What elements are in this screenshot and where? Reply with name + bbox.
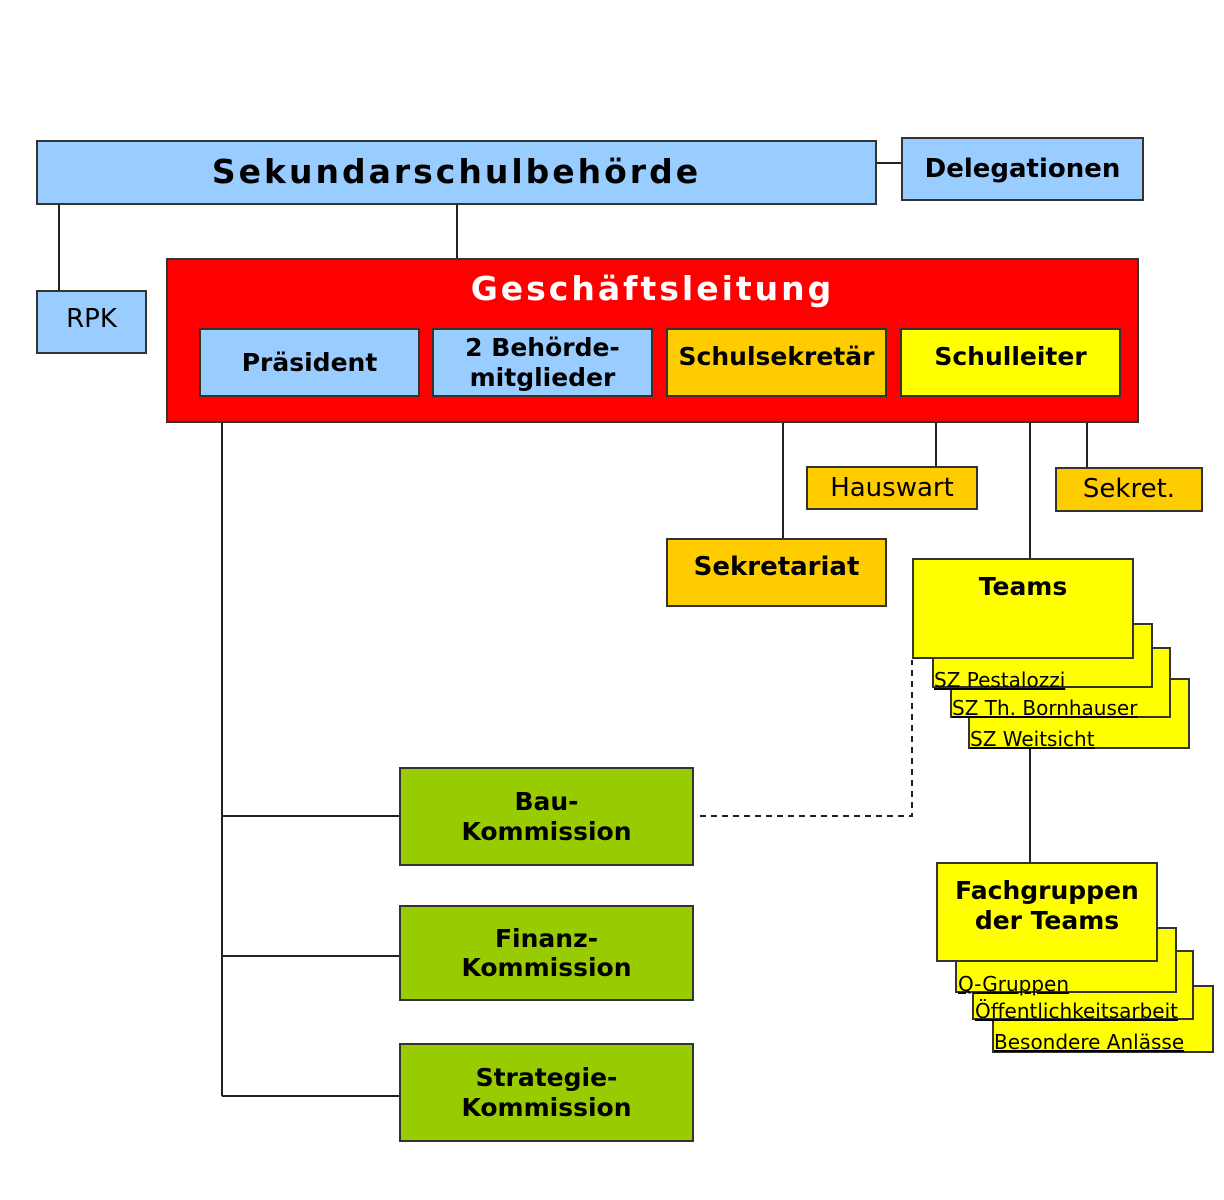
school-secretary-label: Schulsekretär [678, 342, 875, 371]
president-label: Präsident [241, 347, 378, 377]
team-item-pestalozzi: SZ Pestalozzi [934, 668, 1066, 692]
bau-commission-box: Bau- Kommission [399, 767, 694, 866]
finanz-commission-box: Finanz- Kommission [399, 905, 694, 1001]
school-secretary-box: Schulsekretär [666, 328, 887, 397]
subject-groups-title-line1: Fachgruppen [955, 876, 1139, 905]
board-label: Sekundarschulbehörde [211, 152, 702, 192]
subject-groups-box: Fachgruppen der Teams [936, 862, 1158, 962]
delegations-box: Delegationen [901, 137, 1144, 201]
delegations-label: Delegationen [924, 153, 1121, 184]
sekretariat-box: Sekretariat [666, 538, 887, 607]
president-box: Präsident [199, 328, 420, 397]
teams-box: Teams [912, 558, 1134, 659]
principal-box: Schulleiter [900, 328, 1121, 397]
strategie-commission-line2: Kommission [461, 1092, 632, 1122]
hauswart-box: Hauswart [806, 466, 978, 510]
subject-group-item-special-events: Besondere Anlässe [994, 1030, 1185, 1054]
board-members-box: 2 Behörde- mitglieder [432, 328, 653, 397]
principal-label: Schulleiter [934, 342, 1087, 371]
rpk-label: RPK [66, 304, 117, 334]
board-members-line1: 2 Behörde- [465, 333, 620, 362]
sekretariat-label: Sekretariat [693, 552, 860, 582]
hauswart-label: Hauswart [830, 472, 954, 503]
rpk-box: RPK [36, 290, 147, 354]
team-item-bornhauser: SZ Th. Bornhauser [952, 696, 1138, 720]
subject-groups-title-line2: der Teams [974, 905, 1120, 935]
sekret-box: Sekret. [1055, 467, 1203, 512]
finanz-commission-line2: Kommission [461, 953, 632, 982]
bau-commission-line1: Bau- [514, 787, 579, 816]
strategie-commission-box: Strategie- Kommission [399, 1043, 694, 1142]
board-box: Sekundarschulbehörde [36, 140, 877, 205]
board-members-line2: mitglieder [469, 362, 616, 392]
management-title: Geschäftsleitung [470, 269, 835, 308]
team-item-weitsicht: SZ Weitsicht [970, 727, 1095, 751]
bau-to-teams-dashed-line [700, 660, 913, 817]
teams-title: Teams [978, 572, 1068, 601]
finanz-commission-line1: Finanz- [494, 923, 599, 953]
strategie-commission-line1: Strategie- [475, 1063, 618, 1092]
subject-group-item-public-relations: Öffentlichkeitsarbeit [975, 999, 1178, 1023]
bau-commission-line2: Kommission [461, 816, 632, 846]
subject-group-item-q: Q-Gruppen [958, 972, 1070, 996]
sekret-label: Sekret. [1082, 474, 1176, 505]
